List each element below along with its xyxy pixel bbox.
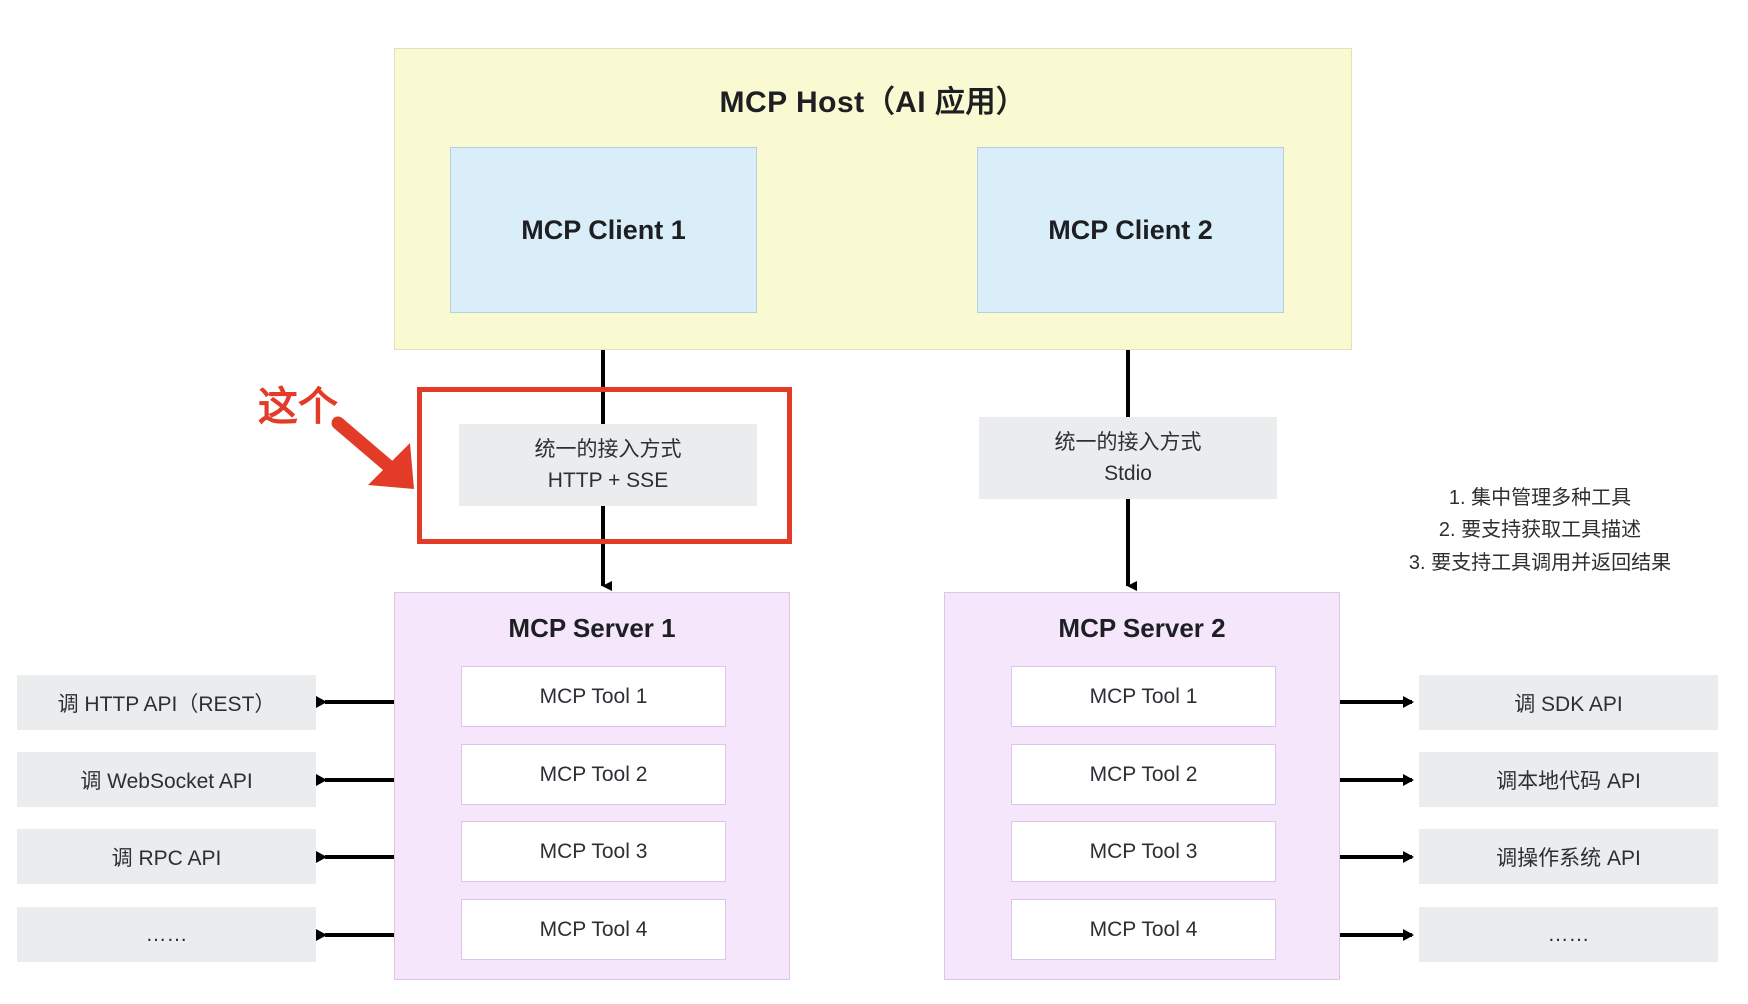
right-api-label-4-text: …… [1547,922,1590,946]
server1-tool-4[interactable]: MCP Tool 4 [461,899,726,960]
server2-tool-2-label: MCP Tool 2 [1089,762,1198,786]
right-api-label-2: 调本地代码 API [1419,752,1718,807]
requirements-note-item-1: 1. 集中管理多种工具 [1448,487,1632,509]
server2-tool-4[interactable]: MCP Tool 4 [1011,899,1276,960]
server1-tool-1[interactable]: MCP Tool 1 [461,666,726,727]
transport-1-line1: 统一的接入方式 [534,437,682,461]
left-api-label-3: 调 RPC API [17,829,316,884]
down-right-arrow-icon [331,416,414,489]
requirements-note-item-2: 2. 要支持获取工具描述 [1438,519,1642,542]
mcp-server-2-container: MCP Server 2 MCP Tool 1 MCP Tool 2 MCP T… [944,592,1340,980]
left-api-label-2-text: 调 WebSocket API [80,769,253,793]
requirements-note-item-3: 3. 要支持工具调用并返回结果 [1408,551,1672,574]
transport-1-line2: HTTP + SSE [547,469,669,492]
mcp-client-2-label: MCP Client 2 [1048,214,1213,245]
transport-2-line1: 统一的接入方式 [1054,430,1202,454]
server1-tool-1-label: MCP Tool 1 [539,684,648,708]
right-api-label-1: 调 SDK API [1419,675,1718,730]
server1-tool-3-label: MCP Tool 3 [539,839,648,863]
left-api-label-4-text: …… [145,922,188,946]
server1-tool-3[interactable]: MCP Tool 3 [461,821,726,882]
mcp-client-1-label: MCP Client 1 [521,214,686,245]
server2-tool-1-label: MCP Tool 1 [1089,684,1198,708]
transport-box-stdio[interactable]: 统一的接入方式 Stdio [979,417,1277,499]
transport-box-http-sse[interactable]: 统一的接入方式 HTTP + SSE [459,424,757,506]
mcp-client-2-box[interactable]: MCP Client 2 [977,147,1284,313]
left-api-label-2: 调 WebSocket API [17,752,316,807]
mcp-server-1-title: MCP Server 1 [508,613,676,643]
server2-tool-3-label: MCP Tool 3 [1089,839,1198,863]
left-api-label-1-text: 调 HTTP API（REST） [57,692,276,716]
server2-tool-1[interactable]: MCP Tool 1 [1011,666,1276,727]
server2-tool-3[interactable]: MCP Tool 3 [1011,821,1276,882]
server1-tool-2-label: MCP Tool 2 [539,762,648,786]
left-api-label-4: …… [17,907,316,962]
server1-tool-2[interactable]: MCP Tool 2 [461,744,726,805]
left-api-label-1: 调 HTTP API（REST） [17,675,316,730]
right-api-label-3-text: 调操作系统 API [1496,846,1641,870]
mcp-host-title: MCP Host（AI 应用） [719,86,1027,119]
server2-tool-4-label: MCP Tool 4 [1089,917,1198,941]
right-api-label-3: 调操作系统 API [1419,829,1718,884]
mcp-server-1-container: MCP Server 1 MCP Tool 1 MCP Tool 2 MCP T… [394,592,790,980]
right-api-label-2-text: 调本地代码 API [1496,769,1641,793]
right-api-label-4: …… [1419,907,1718,962]
server2-tool-2[interactable]: MCP Tool 2 [1011,744,1276,805]
highlight-rectangle [417,387,792,544]
mcp-server-2-title: MCP Server 2 [1058,613,1226,643]
mcp-client-1-box[interactable]: MCP Client 1 [450,147,757,313]
server1-tool-4-label: MCP Tool 4 [539,917,648,941]
annotation-label: 这个 [258,384,338,430]
right-api-label-1-text: 调 SDK API [1514,692,1623,716]
mcp-host-container: MCP Host（AI 应用） MCP Client 1 MCP Client … [394,48,1352,350]
transport-2-line2: Stdio [1104,462,1152,485]
requirements-note-list: 1. 集中管理多种工具 2. 要支持获取工具描述 3. 要支持工具调用并返回结果 [1360,482,1720,579]
left-api-label-3-text: 调 RPC API [111,846,222,870]
